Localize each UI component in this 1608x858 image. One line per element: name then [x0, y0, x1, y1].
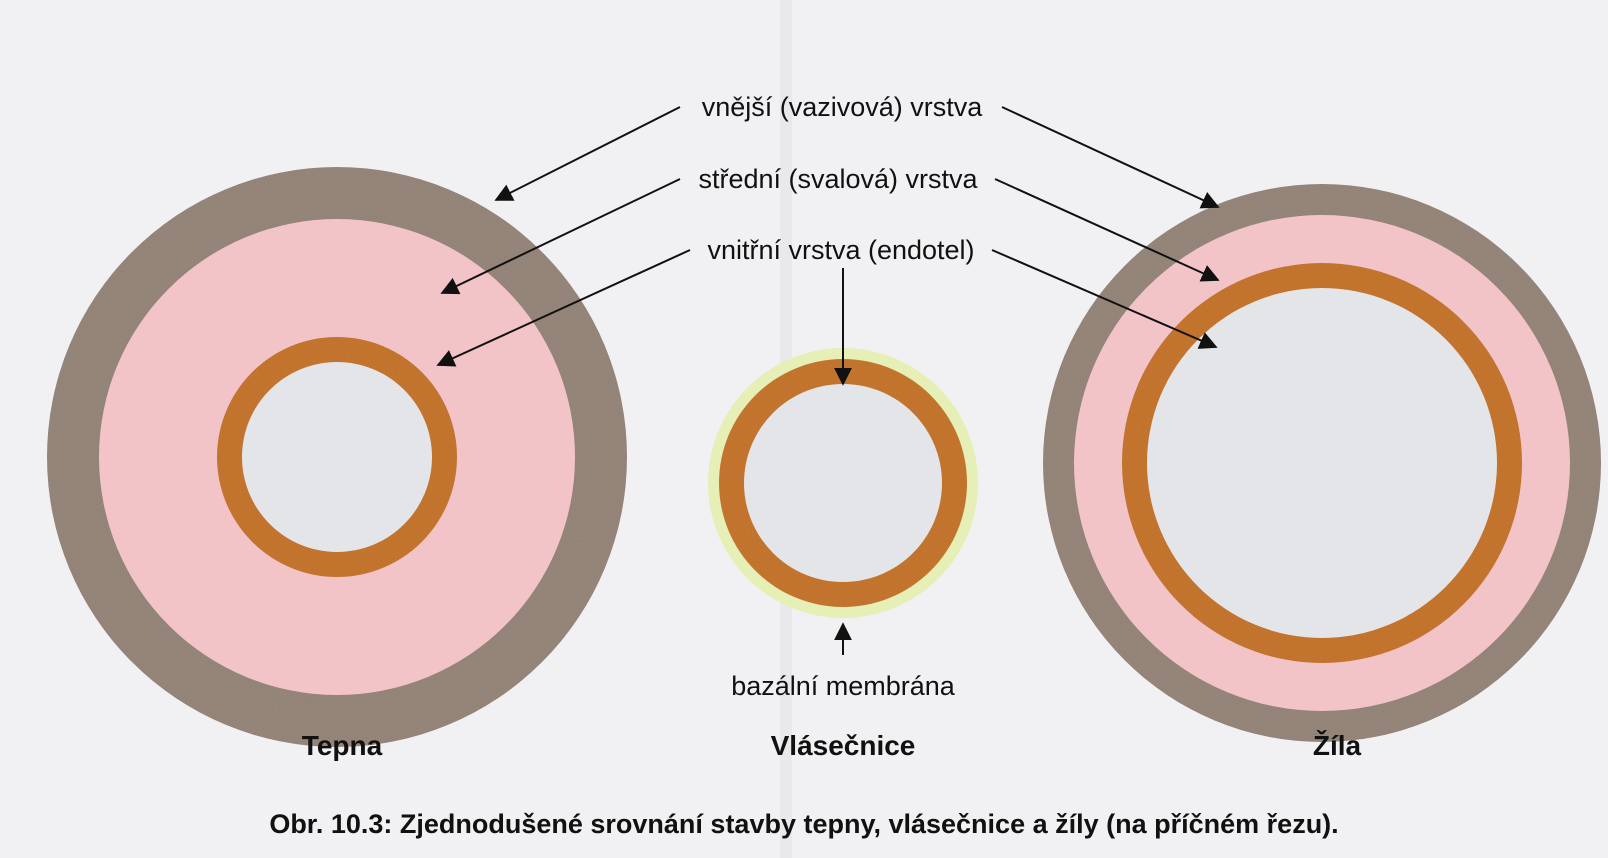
- pointer-arrows: [436, 106, 1220, 655]
- arrow-inner-to-artery: [436, 249, 691, 367]
- figure-caption: Obr. 10.3: Zjednodušené srovnání stavby …: [269, 809, 1338, 839]
- vessel-name-vein: Žíla: [1313, 730, 1362, 761]
- capillary-lumen: [744, 384, 942, 582]
- arrow-middle-to-artery: [440, 178, 681, 295]
- artery-cross-section: [47, 167, 627, 747]
- label-inner-layer: vnitřní vrstva (endotel): [707, 235, 974, 265]
- arrow-middle-to-vein: [994, 178, 1220, 282]
- capillary-cross-section: [708, 348, 978, 618]
- vein-lumen: [1147, 288, 1497, 638]
- vein-cross-section: [1043, 184, 1601, 742]
- vessel-name-artery: Tepna: [302, 730, 383, 761]
- label-middle-layer: střední (svalová) vrstva: [698, 164, 978, 194]
- arrow-outer-to-vein: [1001, 106, 1220, 209]
- arrow-inner-to-vein: [991, 249, 1218, 349]
- label-basal-membrane: bazální membrána: [731, 671, 956, 701]
- label-outer-layer: vnější (vazivová) vrstva: [702, 92, 984, 122]
- artery-lumen: [242, 362, 432, 552]
- arrow-outer-to-artery: [494, 106, 681, 201]
- vessel-name-capillary: Vlásečnice: [771, 730, 916, 761]
